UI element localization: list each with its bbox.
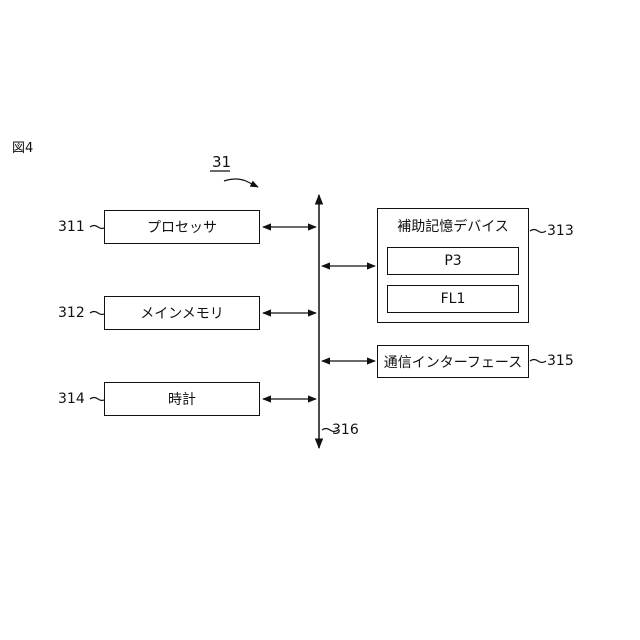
clock-ref-label: 314 — [58, 391, 85, 407]
comm-interface-block: 通信インターフェース — [377, 345, 529, 378]
aux-storage-item-p3: P3 — [387, 247, 519, 275]
leader-313 — [530, 230, 546, 233]
processor-ref-label: 311 — [58, 219, 85, 235]
leader-315 — [530, 360, 546, 363]
clock-label: 時計 — [168, 389, 196, 409]
aux-storage-item-label: P3 — [444, 253, 461, 269]
comm-interface-label: 通信インターフェース — [384, 352, 522, 372]
main-memory-label: メインメモリ — [140, 303, 224, 323]
figure-label: 図4 — [12, 141, 33, 157]
aux-storage-block: 補助記憶デバイス P3 FL1 — [377, 208, 529, 323]
processor-label: プロセッサ — [147, 217, 217, 237]
aux-storage-item-fl1: FL1 — [387, 285, 519, 313]
processor-block: プロセッサ — [104, 210, 260, 244]
main-memory-block: メインメモリ — [104, 296, 260, 330]
bus-ref-label: 316 — [332, 422, 359, 438]
aux-storage-item-label: FL1 — [441, 291, 466, 307]
system-ref-arrow — [224, 179, 258, 187]
clock-block: 時計 — [104, 382, 260, 416]
comm-interface-ref-label: 315 — [547, 353, 574, 369]
system-ref-label: 31 — [212, 154, 231, 170]
main-memory-ref-label: 312 — [58, 305, 85, 321]
aux-storage-label: 補助記憶デバイス — [378, 216, 528, 236]
aux-storage-ref-label: 313 — [547, 223, 574, 239]
